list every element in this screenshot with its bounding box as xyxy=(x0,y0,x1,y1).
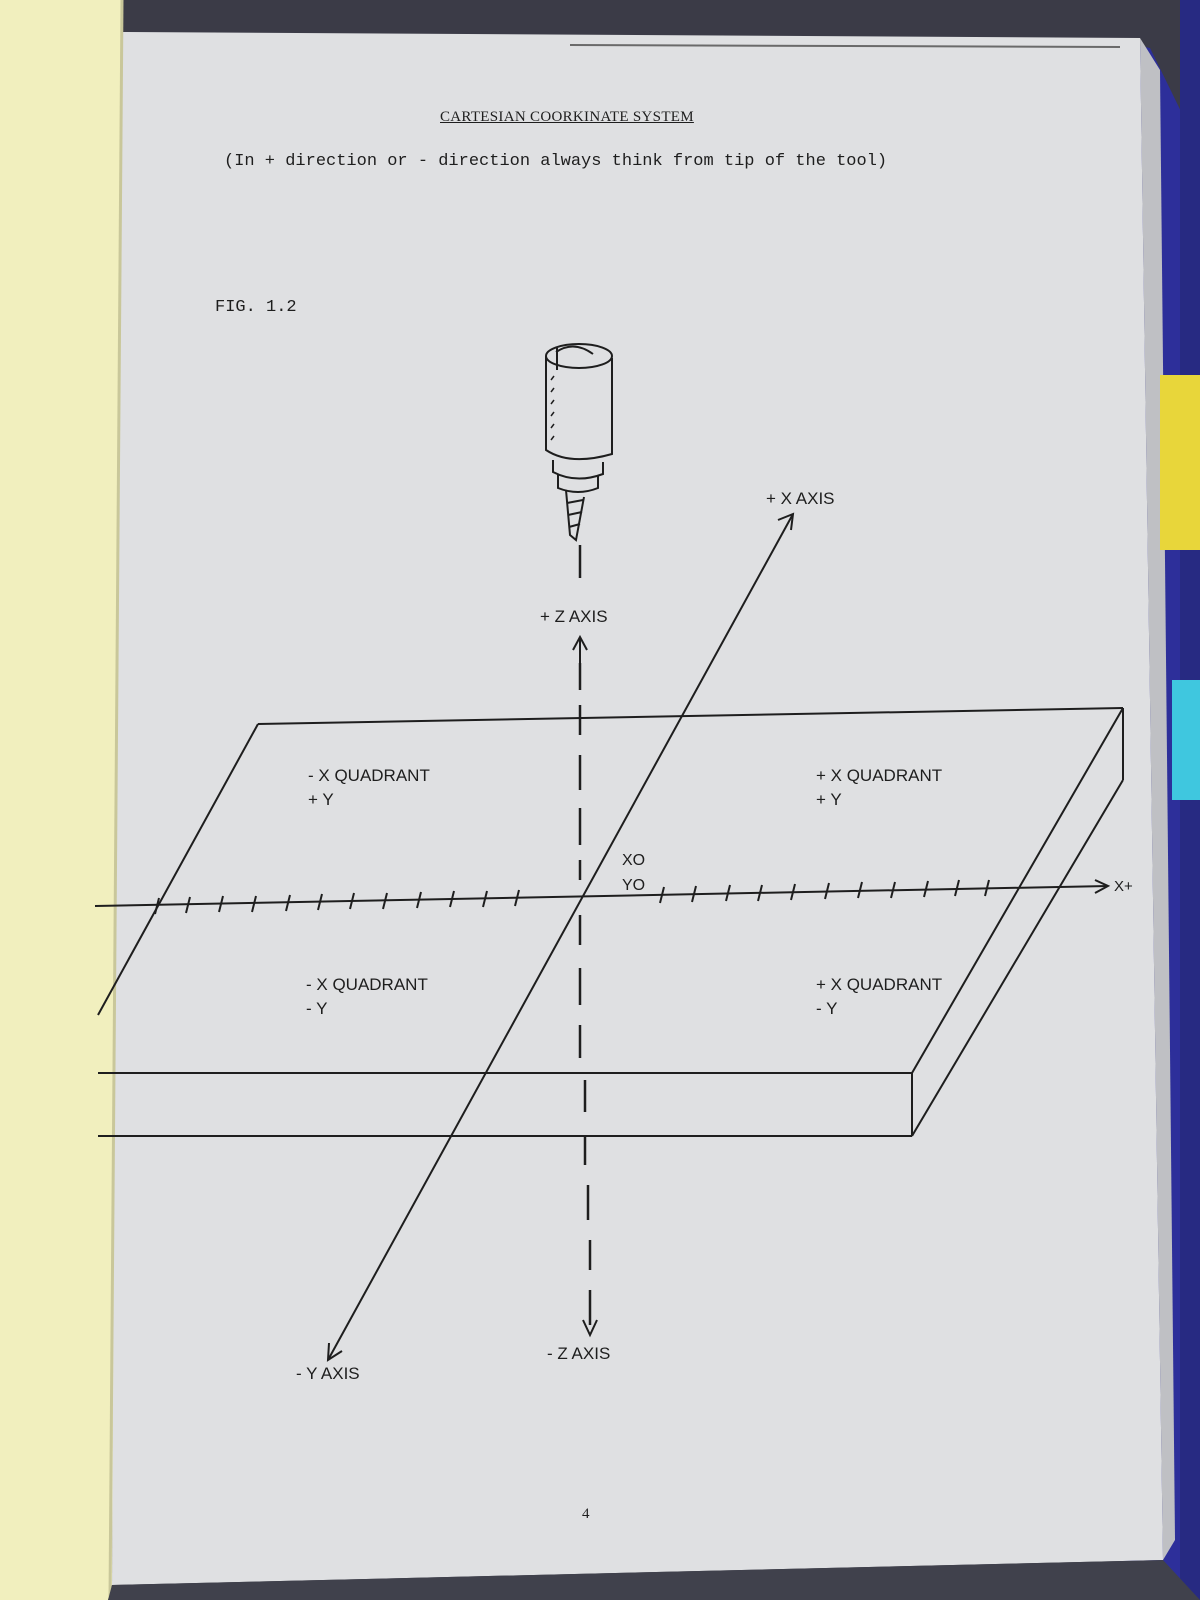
quadrant-top-right: + X QUADRANT + Y xyxy=(816,764,942,812)
diagonal-axis-arrowhead-top xyxy=(777,512,795,531)
page-number: 4 xyxy=(582,1506,590,1522)
z-axis-dashed-line xyxy=(578,545,592,1325)
paper-sheet xyxy=(112,32,1163,1585)
x-plus-axis-label: + X AXIS xyxy=(766,489,835,508)
figure-label: FIG. 1.2 xyxy=(215,298,297,317)
document-subtitle: (In + direction or - direction always th… xyxy=(224,152,888,171)
origin-xo-label: XO xyxy=(622,852,646,869)
quadrant-bottom-left: - X QUADRANT - Y xyxy=(306,973,428,1021)
slab-top-left-edge xyxy=(97,723,259,1016)
origin-yo-label: YO xyxy=(622,877,646,894)
quadrant-top-left-line1: - X QUADRANT xyxy=(308,766,430,785)
x-axis-arrowhead xyxy=(1094,879,1111,894)
quadrant-bottom-left-line2: - Y xyxy=(306,999,328,1018)
quadrant-bottom-right-line1: + X QUADRANT xyxy=(816,975,943,994)
quadrant-top-left-line2: + Y xyxy=(308,790,334,809)
z-minus-arrowhead xyxy=(582,1319,598,1338)
z-plus-axis-label: + Z AXIS xyxy=(540,607,608,626)
quadrant-top-right-line1: + X QUADRANT xyxy=(816,766,943,785)
yellow-tab xyxy=(1160,375,1200,550)
slab-top-back-edge xyxy=(257,707,1124,725)
slab-top-right-edge xyxy=(911,707,1124,1074)
quadrant-bottom-right-line2: - Y xyxy=(816,999,838,1018)
diagonal-axis-line xyxy=(327,513,794,1361)
x-plus-end-label: X+ xyxy=(1114,878,1133,895)
quadrant-top-left: - X QUADRANT + Y xyxy=(308,764,430,812)
x-axis-ticks xyxy=(154,879,990,915)
slab-bottom-right-edge xyxy=(911,779,1124,1137)
z-minus-axis-label: - Z AXIS xyxy=(547,1344,611,1363)
quadrant-bottom-right: + X QUADRANT - Y xyxy=(816,973,942,1021)
x-axis-line xyxy=(94,885,1109,907)
left-page xyxy=(0,0,122,1600)
cutting-tool xyxy=(545,343,613,542)
cyan-tab xyxy=(1172,680,1200,800)
y-minus-axis-label: - Y AXIS xyxy=(296,1364,360,1383)
quadrant-bottom-left-line1: - X QUADRANT xyxy=(306,975,428,994)
quadrant-top-right-line2: + Y xyxy=(816,790,842,809)
diagonal-axis-arrowhead-bottom xyxy=(326,1342,343,1362)
document-title: CARTESIAN COORKINATE SYSTEM xyxy=(440,109,694,125)
